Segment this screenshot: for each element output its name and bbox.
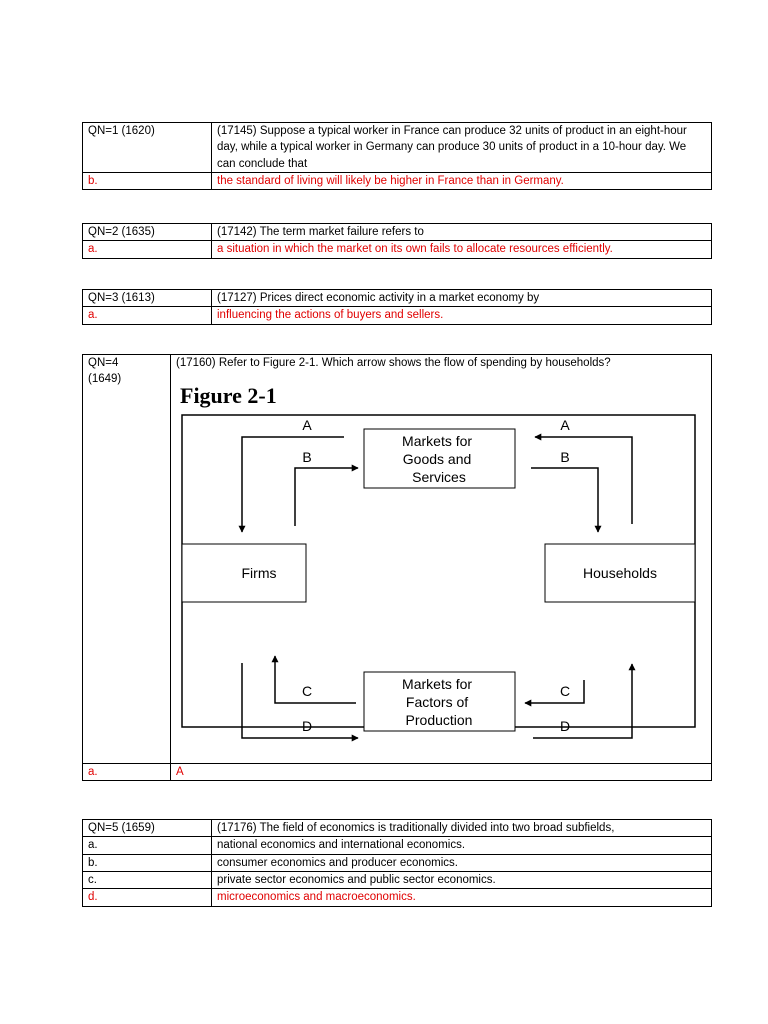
answer-letter: a. xyxy=(82,762,171,782)
question-stem: (17176) The field of economics is tradit… xyxy=(211,818,712,838)
question-5-table: QN=5 (1659) (17176) The field of economi… xyxy=(82,818,712,907)
arrow-label-d-left: D xyxy=(302,718,312,734)
arrow-c-right xyxy=(524,680,585,707)
arrow-label-b-left: B xyxy=(302,449,311,465)
answer-row: a. a situation in which the market on it… xyxy=(82,240,712,259)
option-letter: c. xyxy=(82,870,212,890)
factor-market-label: Markets for Factors of Production xyxy=(402,676,476,728)
question-number: QN=2 (1635) xyxy=(82,222,212,242)
factor-market-line-3: Production xyxy=(406,712,473,728)
arrow-label-c-right: C xyxy=(560,683,570,699)
answer-letter: a. xyxy=(82,306,212,325)
circular-flow-figure: Figure 2-1 Markets for Goods and Service… xyxy=(180,383,696,742)
question-number-line-1: QN=4 xyxy=(88,357,119,369)
goods-market-line-1: Markets for xyxy=(402,433,472,449)
goods-market-line-3: Services xyxy=(412,469,466,485)
question-row: QN=1 (1620) (17145) Suppose a typical wo… xyxy=(82,122,712,173)
question-row: QN=2 (1635) (17142) The term market fail… xyxy=(82,222,712,242)
arrow-label-d-right: D xyxy=(560,718,570,734)
question-row: QN=4 (1649) (17160) Refer to Figure 2-1.… xyxy=(82,354,712,764)
question-stem: (17142) The term market failure refers t… xyxy=(211,222,712,242)
firms-label: Firms xyxy=(242,565,277,581)
option-text: national economics and international eco… xyxy=(211,836,712,855)
answer-letter: d. xyxy=(82,888,212,907)
figure-title: Figure 2-1 xyxy=(180,383,277,408)
answer-text: a situation in which the market on its o… xyxy=(211,240,712,259)
arrow-a-left xyxy=(238,436,344,534)
goods-market-box xyxy=(363,428,516,489)
goods-market-line-2: Goods and xyxy=(403,451,472,467)
question-number: QN=5 (1659) xyxy=(82,818,212,838)
answer-row: b. the standard of living will likely be… xyxy=(82,171,712,191)
arrow-b-right xyxy=(531,467,602,534)
arrow-label-a-left: A xyxy=(302,417,312,433)
question-number-line-2: (1649) xyxy=(88,373,122,386)
factor-market-line-1: Markets for xyxy=(402,676,472,692)
arrow-label-b-right: B xyxy=(560,449,569,465)
answer-row: d. microeconomics and macroeconomics. xyxy=(82,888,712,907)
option-row: c. private sector economics and public s… xyxy=(82,870,712,890)
option-row: a. national economics and international … xyxy=(82,836,712,855)
factor-market-line-2: Factors of xyxy=(406,694,468,710)
answer-text: the standard of living will likely be hi… xyxy=(211,171,712,191)
question-number: QN=3 (1613) xyxy=(82,288,212,308)
answer-text: influencing the actions of buyers and se… xyxy=(211,306,712,325)
answer-row: a. influencing the actions of buyers and… xyxy=(82,306,712,325)
arrow-label-c-left: C xyxy=(302,683,312,699)
arrow-c-left xyxy=(271,655,356,705)
answer-row: a. A xyxy=(82,762,712,782)
question-3-table: QN=3 (1613) (17127) Prices direct econom… xyxy=(82,288,712,325)
answer-letter: b. xyxy=(82,171,212,191)
question-row: QN=5 (1659) (17176) The field of economi… xyxy=(82,818,712,838)
answer-letter: a. xyxy=(82,240,212,259)
option-letter: a. xyxy=(82,836,212,855)
option-row: b. consumer economics and producer econo… xyxy=(82,853,712,872)
question-stem-cell: (17160) Refer to Figure 2-1. Which arrow… xyxy=(170,354,712,764)
arrow-d-left xyxy=(241,663,359,742)
answer-text: A xyxy=(170,762,712,782)
question-number: QN=4 (1649) xyxy=(82,354,171,764)
question-stem: (17145) Suppose a typical worker in Fran… xyxy=(211,122,712,173)
option-text: consumer economics and producer economic… xyxy=(211,853,712,872)
option-text: private sector economics and public sect… xyxy=(211,870,712,890)
question-stem: (17160) Refer to Figure 2-1. Which arrow… xyxy=(176,357,611,369)
question-2-table: QN=2 (1635) (17142) The term market fail… xyxy=(82,222,712,259)
question-number: QN=1 (1620) xyxy=(82,122,212,173)
firms-box xyxy=(181,543,307,603)
question-row: QN=3 (1613) (17127) Prices direct econom… xyxy=(82,288,712,308)
question-4-table: QN=4 (1649) (17160) Refer to Figure 2-1.… xyxy=(82,354,712,782)
goods-market-label: Markets for Goods and Services xyxy=(402,433,476,485)
arrow-d-right xyxy=(533,663,636,740)
option-letter: b. xyxy=(82,853,212,872)
arrow-b-left xyxy=(294,464,359,527)
arrow-a-right xyxy=(534,433,633,525)
question-stem: (17127) Prices direct economic activity … xyxy=(211,288,712,308)
answer-text: microeconomics and macroeconomics. xyxy=(211,888,712,907)
question-1-table: QN=1 (1620) (17145) Suppose a typical wo… xyxy=(82,122,712,191)
arrow-label-a-right: A xyxy=(560,417,570,433)
households-box xyxy=(544,543,696,603)
households-label: Households xyxy=(583,565,657,581)
factor-market-box xyxy=(363,671,516,732)
